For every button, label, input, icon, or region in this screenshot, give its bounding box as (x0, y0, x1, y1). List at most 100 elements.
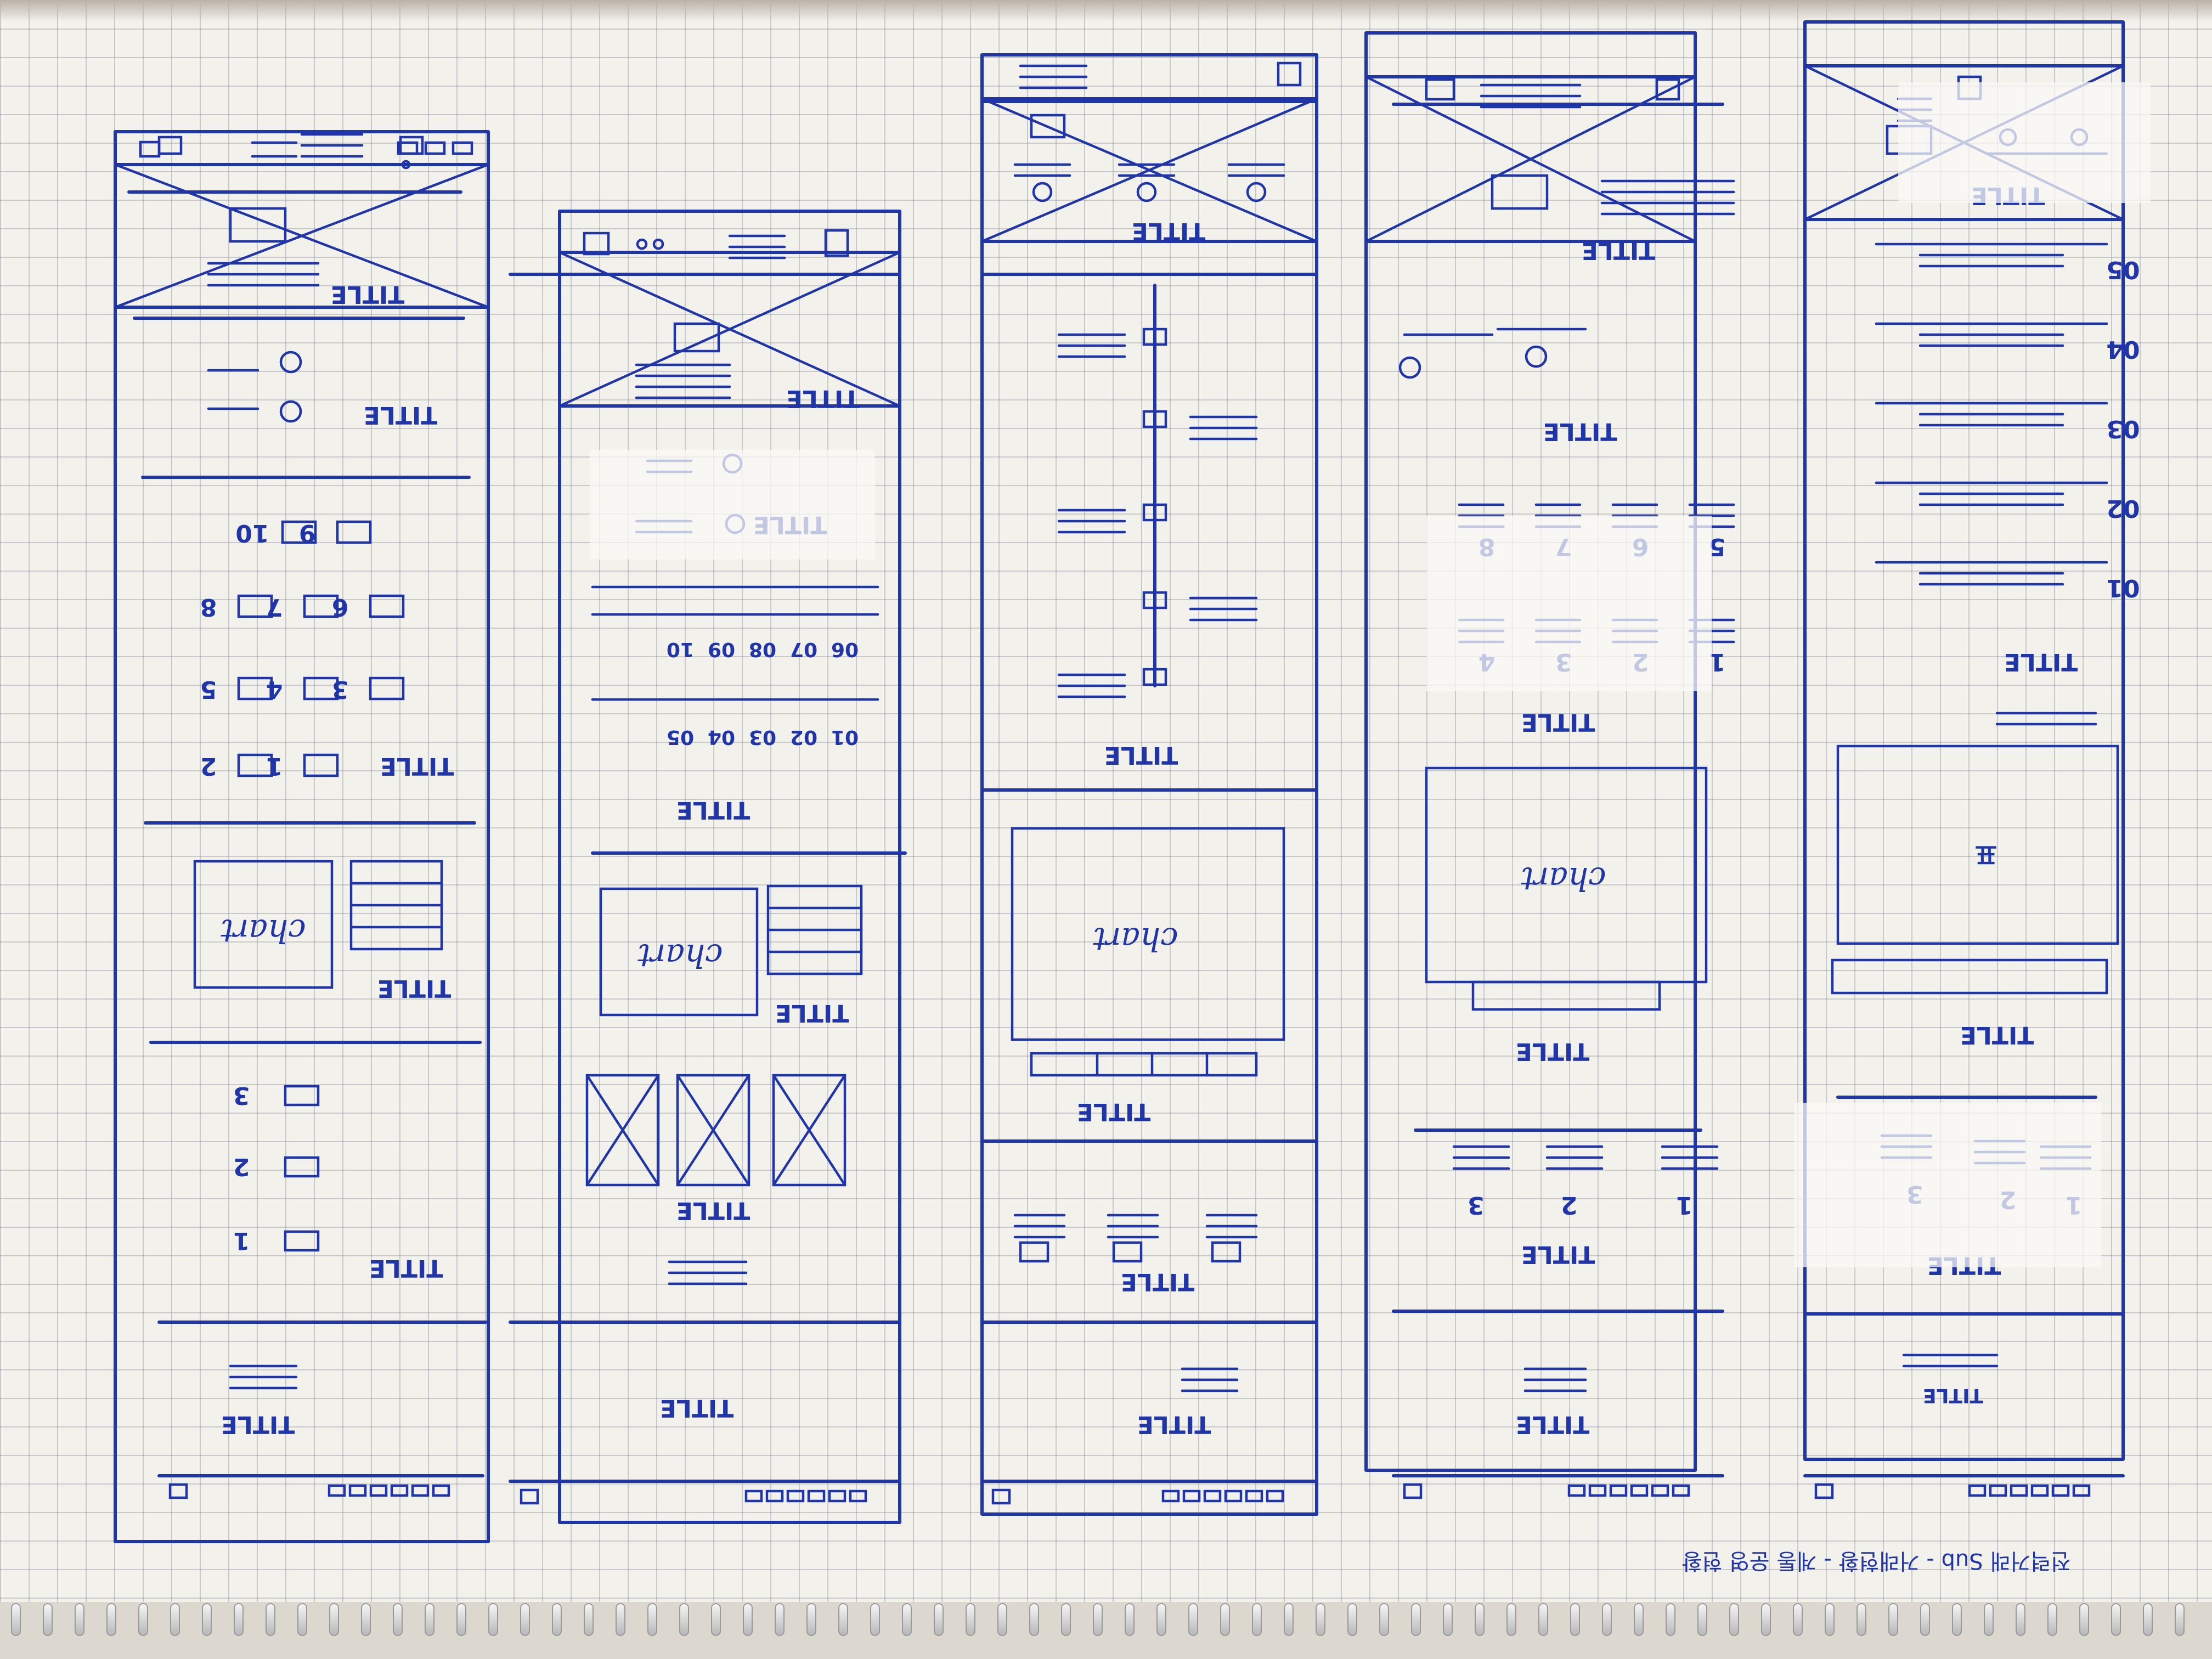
image-placeholder (369, 594, 405, 618)
image-placeholder (1491, 174, 1549, 210)
footer-dot-icon (411, 1484, 430, 1497)
wf3-top-title: TITLE (1132, 217, 1206, 245)
bullet-circle (652, 238, 664, 250)
footer-dot-icon (786, 1489, 805, 1503)
binding-ring (1156, 1603, 1166, 1636)
footer-square-icon (991, 1488, 1011, 1505)
binding-ring (1252, 1603, 1262, 1636)
wf1-list-number: 3 (233, 1081, 250, 1109)
binding-ring (2143, 1603, 2153, 1636)
wf2-rank-title: TITLE (676, 796, 751, 824)
wireframe-5-frame (1803, 20, 2125, 1461)
wf2-rank-number: 06 (831, 638, 859, 661)
wf4-chart-box (1425, 766, 1708, 984)
binding-ring (266, 1603, 275, 1636)
binding-ring (1347, 1603, 1357, 1636)
page-top-edge (0, 0, 2212, 22)
wf2-image-x (676, 1074, 751, 1187)
footer-dot-icon (1203, 1489, 1222, 1503)
footer-dot-icon (1651, 1484, 1669, 1497)
wf2-rank-number: 04 (708, 726, 735, 748)
image-placeholder (673, 322, 720, 353)
binding-ring (1729, 1603, 1739, 1636)
binding-ring (1188, 1603, 1198, 1636)
footer-dot-icon (807, 1489, 826, 1503)
image-placeholder (303, 676, 339, 701)
footer-dot-icon (348, 1484, 367, 1497)
binding-ring (838, 1603, 848, 1636)
wf2-image-card (676, 1074, 751, 1187)
wireframe-2 (558, 210, 901, 1524)
binding-ring (1920, 1603, 1930, 1636)
wf3-icon-card (1019, 1241, 1049, 1263)
binding-ring (679, 1603, 689, 1636)
wf3-hero-title: TITLE (1137, 1410, 1211, 1438)
binding-ring (1602, 1603, 1612, 1636)
wf3-tab-bar (1030, 1052, 1258, 1077)
binding-ring (552, 1603, 562, 1636)
wf4-grid-title: TITLE (1521, 708, 1595, 736)
bullet-circle (1032, 182, 1053, 202)
wireframe-1 (114, 130, 490, 1543)
binding-ring (43, 1603, 53, 1636)
wf2-image-card (585, 1074, 660, 1187)
wireframe-2-frame (558, 210, 901, 1524)
wf5-table-box (1836, 744, 2119, 945)
wf1-chart-box (193, 860, 334, 989)
sheet-caption: 전력거래 Sub - 거래현황 - 계통 운영 현황 (1681, 1548, 2071, 1573)
image-placeholder (237, 676, 273, 701)
wf3-top-square-icon (1277, 61, 1302, 87)
binding-ring (393, 1603, 403, 1636)
wf5-tab-bar (1831, 958, 2108, 995)
wf3-icon-title: TITLE (1121, 1268, 1195, 1296)
binding-ring (2079, 1603, 2089, 1636)
binding-ring (1952, 1603, 1962, 1636)
wireframe-3 (980, 53, 1318, 1516)
image-placeholder (284, 1156, 320, 1178)
wf4-list-number: 1 (1676, 1191, 1693, 1219)
bullet-circle (279, 400, 302, 423)
wf1-hero-title: TITLE (221, 1410, 295, 1438)
bullet-circle (1525, 345, 1548, 368)
wf1-grid-number: 10 (235, 519, 269, 547)
binding-ring (934, 1603, 944, 1636)
wf3-timeline-title: TITLE (1104, 741, 1178, 769)
wf2-top-title: TITLE (786, 385, 860, 413)
wf1-grid-number: 9 (299, 519, 316, 547)
footer-dot-icon (1968, 1484, 1987, 1497)
wf4-top-square-icon (1655, 78, 1680, 101)
wf3-timeline-node (1142, 328, 1167, 346)
wf2-image-card (772, 1074, 847, 1187)
wf2-rank-number: 02 (790, 726, 817, 748)
footer-dot-icon (1630, 1484, 1649, 1497)
footer-dot-icon (328, 1484, 346, 1497)
wf5-table-title: TITLE (1960, 1021, 2034, 1049)
binding-ring (1793, 1603, 1803, 1636)
binding-ring (1093, 1603, 1103, 1636)
binding-ring (2111, 1603, 2121, 1636)
footer-dot-icon (1161, 1489, 1180, 1503)
wireframe-3-frame (980, 53, 1318, 1516)
binding-ring (456, 1603, 466, 1636)
binding-ring (775, 1603, 785, 1636)
wf4-list-number: 3 (1468, 1191, 1485, 1219)
bullet-circle (401, 160, 411, 170)
wf3-timeline-node (1142, 503, 1167, 522)
tape-strip (1794, 1103, 2101, 1267)
footer-dot-icon (1588, 1484, 1607, 1497)
binding-ring (1538, 1603, 1548, 1636)
binding-ring (1697, 1603, 1707, 1636)
image-placeholder (281, 520, 317, 544)
binding-ring (806, 1603, 816, 1636)
image-placeholder (237, 753, 273, 777)
binding-ring (1029, 1603, 1039, 1636)
wf5-rank-number: 03 (2106, 415, 2140, 443)
wf1-top-title: TITLE (331, 280, 405, 308)
footer-dot-icon (1182, 1489, 1201, 1503)
wf1-grid-number: 3 (332, 675, 349, 703)
wf5-rank-number: 02 (2106, 494, 2140, 522)
wf3-icon-card (1211, 1241, 1242, 1263)
footer-square-icon (520, 1488, 539, 1505)
image-placeholder (303, 753, 339, 777)
